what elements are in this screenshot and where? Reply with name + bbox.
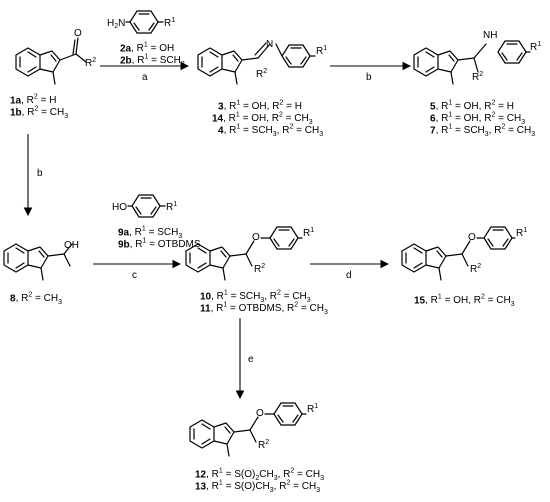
reagent-9a: 9a, R1 = SCH3 (118, 226, 183, 241)
amine-product (413, 43, 487, 85)
r2-label: R2 (85, 57, 96, 69)
ether-oxygen-12: O (256, 408, 264, 419)
indole-alcohol-8 (3, 243, 73, 281)
imine-product (197, 42, 283, 85)
compound-7: 7, R1 = SCH3, R2 = CH3 (430, 124, 536, 139)
r1-label-12: R1 (307, 403, 318, 415)
r2-label-15: R2 (470, 263, 481, 275)
phenol-reagent (127, 194, 166, 218)
phenyl-ring-12 (273, 402, 307, 426)
step-a: a (142, 72, 148, 83)
oxidized-ether-product (189, 413, 275, 457)
compound-15: 15, R1 = OH, R2 = CH3 (414, 294, 515, 309)
step-d: d (346, 270, 352, 281)
compound-1a: 1a, R2 = H (10, 94, 57, 107)
r2-label-imine: R2 (256, 68, 267, 80)
phenyl-ring-15 (483, 226, 516, 250)
hydroxyl-label: OH (64, 240, 79, 251)
r1-label-ether: R1 (303, 227, 314, 239)
compound-1b: 1b, R2 = CH3 (10, 106, 69, 121)
compound-12: 12, R1 = S(O)2CH3, R2 = CH3 (195, 468, 325, 483)
ether-oxygen: O (252, 232, 260, 243)
phenyl-ring-amine (497, 40, 531, 64)
r1-label-amine: R1 (530, 41, 541, 53)
r1-label-15: R1 (516, 227, 527, 239)
phenyl-ring (281, 44, 316, 68)
reagent-9b: 9b, R1 = OTBDMS (118, 238, 201, 251)
phenol-ether-15 (401, 237, 485, 281)
r1-label-phenol: R1 (166, 201, 177, 213)
phenyl-ring-ether (269, 226, 303, 250)
step-b-top: b (366, 72, 372, 83)
amine-label: H2N (107, 18, 125, 30)
compound-6: 6, R1 = OH, R2 = CH3 (430, 112, 526, 127)
compound-13: 13, R1 = S(O)CH3, R2 = CH3 (195, 480, 321, 495)
carbonyl-oxygen: O (74, 28, 82, 39)
aryl-ether-product (185, 237, 271, 281)
compound-11: 11, R1 = OTBDMS, R2 = CH3 (200, 302, 328, 317)
imine-n: N (266, 39, 273, 50)
step-b-down: b (37, 168, 43, 179)
compound-8: 8, R2 = CH3 (10, 292, 62, 307)
r1-label: R1 (164, 17, 175, 29)
phenol-ho: HO (112, 202, 127, 213)
indole-ketone-1 (15, 37, 87, 85)
compound-4: 4, R1 = SCH3, R2 = CH3 (218, 124, 324, 139)
ether-oxygen-15: O (468, 232, 476, 243)
r2-label-12: R2 (258, 439, 269, 451)
r1-label-imine: R1 (316, 45, 327, 57)
compound-3: 3, R1 = OH, R2 = H (218, 100, 302, 113)
reagent-2a: 2a, R1 = OH (120, 42, 175, 55)
r2-label-ether: R2 (254, 263, 265, 275)
compound-14: 14, R1 = OH, R2 = CH3 (212, 112, 313, 127)
compound-5: 5, R1 = OH, R2 = H (430, 100, 514, 113)
nh-label: NH (483, 30, 497, 41)
reagent-2b: 2b, R1 = SCH3 (120, 54, 185, 69)
aniline-reagent (125, 10, 164, 34)
step-e: e (248, 354, 254, 365)
step-c: c (132, 270, 137, 281)
compound-10: 10, R1 = SCH3, R2 = CH3 (200, 290, 311, 305)
r2-label-amine: R2 (472, 71, 483, 83)
